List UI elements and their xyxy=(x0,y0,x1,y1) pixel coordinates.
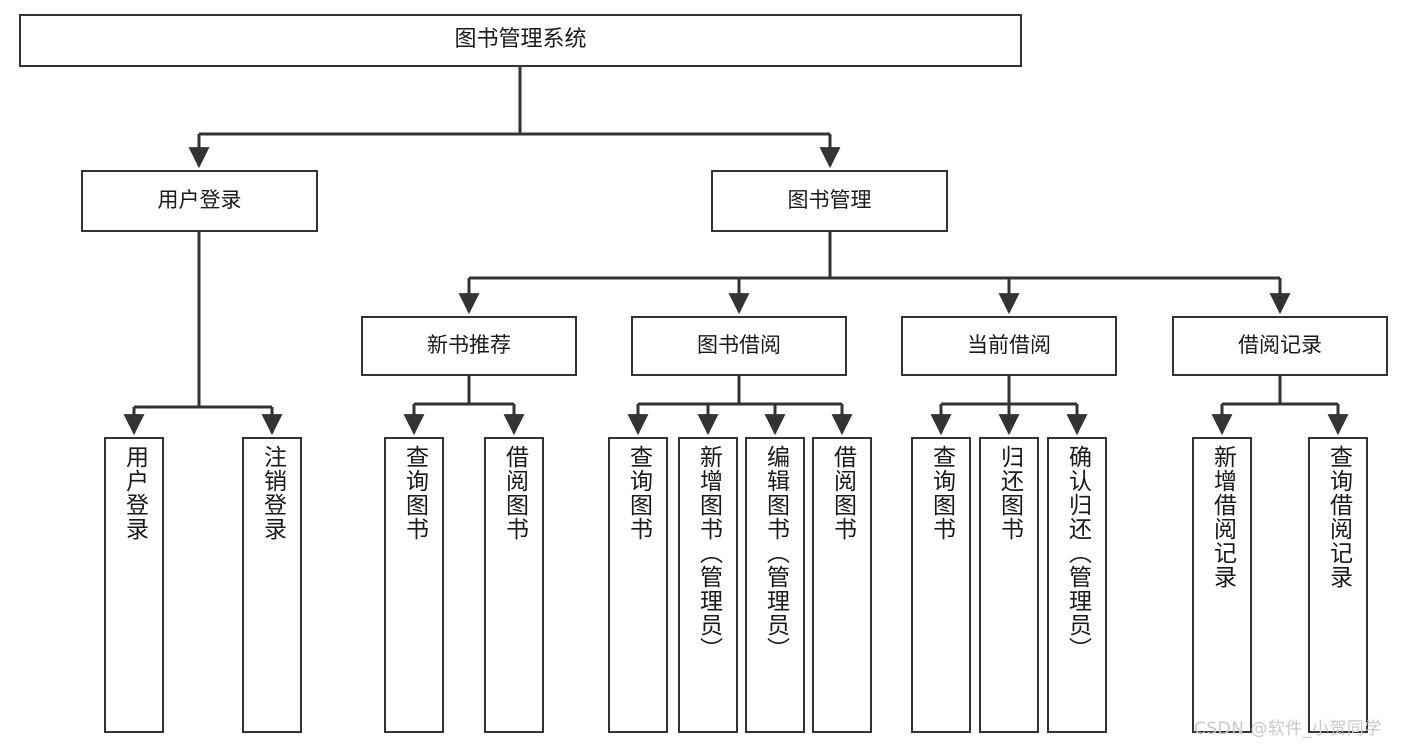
node-label: 图书借阅 xyxy=(697,333,781,358)
leaf-book-borrow-query-books[interactable]: 查询图书 xyxy=(608,437,668,733)
node-label: 当前借阅 xyxy=(967,333,1051,358)
node-new-book-recommendation[interactable]: 新书推荐 xyxy=(361,316,577,376)
leaf-records-query-borrow-record[interactable]: 查询借阅记录 xyxy=(1308,437,1368,733)
leaf-new-book-borrow-books[interactable]: 借阅图书 xyxy=(484,437,544,733)
leaf-records-add-borrow-record[interactable]: 新增借阅记录 xyxy=(1192,437,1252,733)
node-label: 确认归还（管理员） xyxy=(1064,445,1091,661)
leaf-user-login-logout[interactable]: 注销登录 xyxy=(242,437,302,733)
node-label: 查询图书 xyxy=(625,445,652,541)
node-borrowing-records[interactable]: 借阅记录 xyxy=(1172,316,1388,376)
leaf-current-borrow-return-books[interactable]: 归还图书 xyxy=(979,437,1039,733)
leaf-current-borrow-query-books[interactable]: 查询图书 xyxy=(911,437,971,733)
csdn-watermark: CSDN @软件_小贺同学 xyxy=(1194,719,1382,739)
leaf-book-borrow-edit-book-admin[interactable]: 编辑图书（管理员） xyxy=(745,437,805,733)
node-label: 归还图书 xyxy=(996,445,1023,541)
node-label: 借阅图书 xyxy=(829,445,856,541)
node-label: 编辑图书（管理员） xyxy=(762,445,789,661)
node-label: 查询图书 xyxy=(401,445,428,541)
node-label: 用户登录 xyxy=(121,445,148,541)
leaf-user-login-login[interactable]: 用户登录 xyxy=(104,437,164,733)
leaf-book-borrow-borrow-books[interactable]: 借阅图书 xyxy=(812,437,872,733)
node-label: 借阅图书 xyxy=(501,445,528,541)
node-label: 查询借阅记录 xyxy=(1325,445,1352,589)
node-label: 新增图书（管理员） xyxy=(695,445,722,661)
node-root-book-management-system[interactable]: 图书管理系统 xyxy=(19,14,1022,67)
node-book-management[interactable]: 图书管理 xyxy=(711,170,948,232)
node-label: 新书推荐 xyxy=(427,333,511,358)
node-label: 图书管理 xyxy=(787,188,872,213)
node-user-login[interactable]: 用户登录 xyxy=(81,170,318,232)
node-label: 用户登录 xyxy=(157,188,242,213)
node-label: 查询图书 xyxy=(928,445,955,541)
leaf-book-borrow-add-book-admin[interactable]: 新增图书（管理员） xyxy=(678,437,738,733)
node-label: 图书管理系统 xyxy=(454,27,587,53)
node-label: 借阅记录 xyxy=(1238,333,1322,358)
node-label: 注销登录 xyxy=(259,445,286,541)
node-label: 新增借阅记录 xyxy=(1209,445,1236,589)
node-current-borrowing[interactable]: 当前借阅 xyxy=(901,316,1117,376)
node-book-borrowing[interactable]: 图书借阅 xyxy=(631,316,847,376)
leaf-new-book-query-books[interactable]: 查询图书 xyxy=(384,437,444,733)
leaf-current-borrow-confirm-return-admin[interactable]: 确认归还（管理员） xyxy=(1047,437,1107,733)
